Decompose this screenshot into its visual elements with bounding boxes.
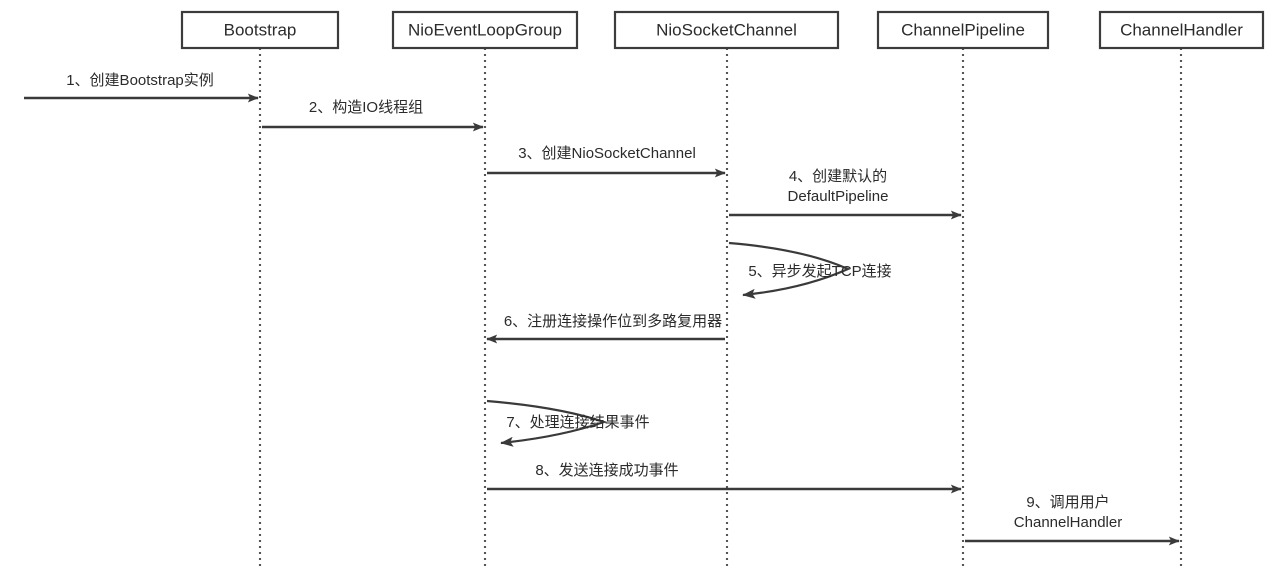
message-label-3: 3、创建NioSocketChannel bbox=[518, 145, 696, 162]
participant-box-channelhandler[interactable]: ChannelHandler bbox=[1098, 10, 1265, 50]
message-3[interactable]: 3、创建NioSocketChannel bbox=[487, 145, 726, 178]
messages-layer: 1、创建Bootstrap实例 2、构造IO线程组 3、创建NioSocketCha… bbox=[24, 72, 1180, 546]
participant-label-channelpipeline: ChannelPipeline bbox=[901, 20, 1025, 39]
participant-label-bootstrap: Bootstrap bbox=[224, 20, 297, 39]
message-1[interactable]: 1、创建Bootstrap实例 bbox=[24, 72, 259, 103]
participant-box-niosocketchannel[interactable]: NioSocketChannel bbox=[613, 10, 840, 50]
message-path-7 bbox=[486, 399, 608, 447]
participant-box-frame-channelpipeline bbox=[876, 10, 1050, 50]
participant-box-bootstrap[interactable]: Bootstrap bbox=[180, 10, 340, 50]
message-8[interactable]: 8、发送连接成功事件 bbox=[487, 462, 962, 494]
participant-box-frame-bootstrap bbox=[180, 10, 340, 50]
participant-box-frame-nioeventloopgroup bbox=[391, 10, 579, 50]
message-5[interactable]: 5、异步发起TCP连接 bbox=[728, 241, 892, 299]
participant-box-nioeventloopgroup[interactable]: NioEventLoopGroup bbox=[391, 10, 579, 50]
message-label-7: 7、处理连接结果事件 bbox=[506, 414, 649, 431]
participant-box-frame-channelhandler bbox=[1098, 10, 1265, 50]
participant-box-frame-niosocketchannel bbox=[613, 10, 840, 50]
participant-label-niosocketchannel: NioSocketChannel bbox=[656, 20, 797, 39]
participant-boxes-layer: Bootstrap NioEventLoopGroup NioSocketChann… bbox=[180, 10, 1265, 50]
message-label-1: 1、创建Bootstrap实例 bbox=[66, 72, 214, 89]
message-label-8: 8、发送连接成功事件 bbox=[535, 462, 678, 479]
message-label-2: 2、构造IO线程组 bbox=[309, 99, 423, 116]
message-2[interactable]: 2、构造IO线程组 bbox=[262, 99, 484, 132]
message-label-5: 5、异步发起TCP连接 bbox=[748, 263, 891, 280]
participant-label-channelhandler: ChannelHandler bbox=[1120, 20, 1243, 39]
message-7[interactable]: 7、处理连接结果事件 bbox=[486, 399, 650, 447]
message-label-6: 6、注册连接操作位到多路复用器 bbox=[504, 312, 722, 330]
participant-label-nioeventloopgroup: NioEventLoopGroup bbox=[408, 20, 562, 39]
message-path-5 bbox=[728, 241, 851, 299]
message-6[interactable]: 6、注册连接操作位到多路复用器 bbox=[486, 312, 725, 344]
participant-box-channelpipeline[interactable]: ChannelPipeline bbox=[876, 10, 1050, 50]
